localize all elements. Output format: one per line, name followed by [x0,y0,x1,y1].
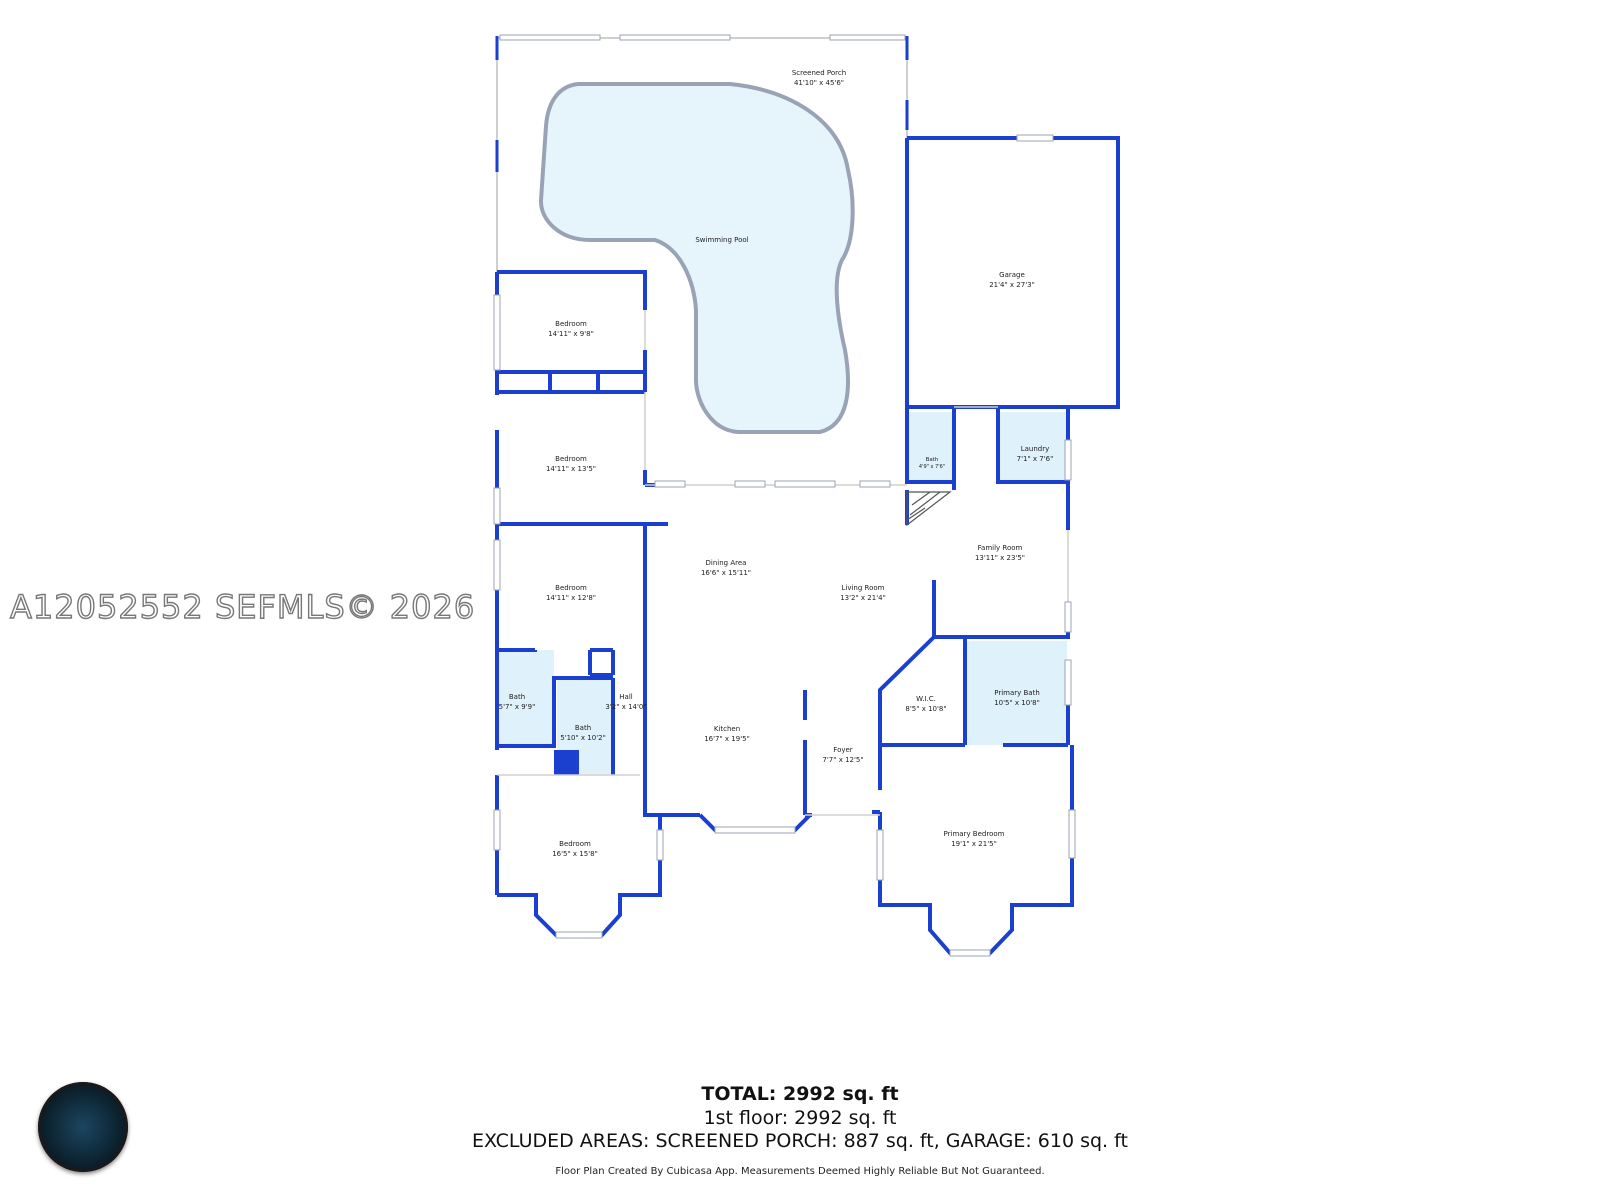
disclaimer: Floor Plan Created By Cubicasa App. Meas… [555,1166,1045,1177]
label-bath-a: Bath [509,693,525,701]
windows [493,134,1076,957]
label-bath-b: Bath [575,724,591,732]
label-living-room: Living Room [842,584,885,592]
closet-block [554,750,579,775]
dims-primary-bath: 10'5" x 10'8" [994,699,1040,707]
dims-bath-a: 5'7" x 9'9" [499,703,536,711]
dims-garage: 21'4" x 27'3" [989,281,1035,289]
label-laundry: Laundry [1021,445,1050,453]
dims-bedroom-3: 14'11" x 12'8" [546,594,596,602]
label-primary-bedroom: Primary Bedroom [944,830,1005,838]
label-hall: Hall [619,693,632,701]
total-area: TOTAL: 2992 sq. ft [701,1083,899,1105]
first-floor-area: 1st floor: 2992 sq. ft [703,1107,897,1129]
label-bedroom-3: Bedroom [555,584,587,592]
dims-bedroom-4: 16'5" x 15'8" [552,850,598,858]
label-bath-garage: Bath [926,457,939,463]
label-garage: Garage [999,271,1025,279]
dims-bedroom-2: 14'11" x 13'5" [546,465,596,473]
photographer-logo: ​ [38,1082,128,1172]
dims-dining-area: 16'6" x 15'11" [701,569,751,577]
dims-bath-b: 5'10" x 10'2" [560,734,606,742]
label-family-room: Family Room [978,544,1023,552]
porch-screens [499,34,906,41]
dims-screened-porch: 41'10" x 45'6" [794,79,844,87]
dims-foyer: 7'7" x 12'5" [822,756,863,764]
wet-room-fills [499,412,1067,774]
dims-bedroom-1: 14'11" x 9'8" [548,330,594,338]
dims-bath-garage: 4'9" x 7'6" [919,464,945,470]
dims-hall: 3'2" x 14'0" [605,703,646,711]
room-labels: Screened Porch 41'10" x 45'6" Swimming P… [499,69,1054,858]
dims-laundry: 7'1" x 7'6" [1017,455,1054,463]
label-bedroom-4: Bedroom [559,840,591,848]
swimming-pool-shape [538,82,855,434]
mls-watermark: A12052552 SEFMLS© 2026 [9,587,476,626]
porch-blue-segments [495,36,909,172]
label-wic: W.I.C. [916,695,936,703]
dims-primary-bedroom: 19'1" x 21'5" [951,840,997,848]
excluded-areas: EXCLUDED AREAS: SCREENED PORCH: 887 sq. … [472,1130,1128,1152]
label-foyer: Foyer [833,746,853,754]
label-primary-bath: Primary Bath [994,689,1040,697]
label-bedroom-1: Bedroom [555,320,587,328]
stair-hatch [906,491,952,527]
label-screened-porch: Screened Porch [792,69,846,77]
dims-family-room: 13'11" x 23'5" [975,554,1025,562]
dims-kitchen: 16'7" x 19'5" [704,735,750,743]
label-kitchen: Kitchen [714,725,740,733]
label-dining-area: Dining Area [706,559,747,567]
label-bedroom-2: Bedroom [555,455,587,463]
dims-living-room: 13'2" x 21'4" [840,594,886,602]
dims-wic: 8'5" x 10'8" [905,705,946,713]
label-swimming-pool: Swimming Pool [695,236,748,244]
